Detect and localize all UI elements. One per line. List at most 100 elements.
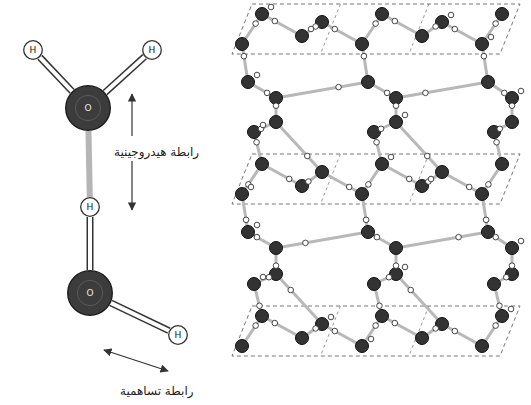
hydrogen-atom [363,217,369,223]
hydrogen-atom [366,182,372,188]
hydrogen-atom [448,12,454,18]
lattice-plane [232,306,520,356]
bond-label-text: رابطة تساهمية [118,384,196,398]
leader-arrow [131,94,132,136]
hydrogen-atom [433,326,439,332]
covalent-bond-core [105,57,145,93]
hydrogen-atom [273,263,279,269]
hydrogen-atom [313,326,319,332]
hydrogen-atom [408,287,414,293]
oxygen-atom [236,340,249,353]
oxygen-atom [482,76,495,89]
atom-circle [143,41,162,60]
hydrogen-atom [393,103,399,109]
hydrogen-atom [332,328,338,334]
oxygen-atom [256,158,269,171]
covalent-bond-core [40,57,72,91]
oxygen-atom [248,278,261,291]
atom-symbol: H [175,331,182,340]
covalent-bond-outline [105,57,145,93]
covalent-bond-outline [40,57,72,91]
hydrogen-atom [503,274,509,280]
hydrogen-atom [452,26,458,32]
oxygen-atom [256,310,269,323]
hydrogen-atom [486,182,492,188]
hydrogen-atom [509,103,515,109]
hydrogen-atom [304,153,310,159]
hydrogen-atom [518,88,524,94]
plane-outline [232,306,520,356]
hydrogen-atom [243,217,249,223]
hydrogen-atom [254,72,260,78]
atom: O [65,85,111,131]
hydrogen-atom [260,122,266,128]
hydrogen-bond [396,82,488,98]
covalent-bond-core [88,217,92,270]
oxygen-atom [436,166,449,179]
oxygen-atom [356,340,369,353]
hydrogen-atom [502,90,508,96]
bond-label-text: رابطة هيدروجينية [112,145,201,159]
hydrogen-atom [483,217,489,223]
hydrogen-atom [248,184,254,190]
lattice-hydrogens [241,4,524,342]
oxygen-atom [488,278,501,291]
hydrogen-atom [508,306,514,312]
oxygen-atom [356,188,369,201]
hydrogen-atom [328,314,334,320]
hydrogen-atom [303,240,309,246]
hydrogen-atom [264,90,270,96]
hydrogen-atom [509,263,515,269]
hydrogen-atom [253,323,259,329]
hydrogen-bond [396,274,442,324]
lattice-bonds [242,14,512,346]
atom-symbol: H [87,203,94,212]
atom-symbol: H [149,46,156,55]
hydrogen-atom [377,303,383,309]
hydrogen-atom [254,139,260,145]
hydrogen-atom [392,320,398,326]
hydrogen-atom [388,154,394,160]
atom-symbol: H [30,46,37,55]
hydrogen-atom [361,53,367,59]
hydrogen-atom [433,24,439,30]
hydrogen-atom [308,26,314,32]
atom-shading [75,95,100,120]
hydrogen-atom [374,234,380,240]
hydrogen-atom [373,323,379,329]
atom: H [142,40,162,60]
atom-symbol: O [84,104,91,113]
oxygen-atom [356,38,369,51]
plane-outline [232,154,520,204]
hydrogen-atom [378,126,384,132]
oxygen-atom [242,76,255,89]
bond-label: رابطة هيدروجينية [112,141,201,160]
hydrogen-atom [386,274,392,280]
hydrogen-atom [493,323,499,329]
oxygen-atom [476,188,489,201]
oxygen-atom [390,116,403,129]
hydrogen-atom [268,4,274,10]
hydrogen-atom [254,222,260,228]
hydrogen-atom [493,21,499,27]
hydrogen-atom [494,139,500,145]
oxygen-atom [476,340,489,353]
oxygen-atom [236,38,249,51]
hydrogen-atom [257,303,263,309]
hydrogen-bond [396,232,488,248]
oxygen-atom [496,8,509,21]
oxygen-atom [476,38,489,51]
covalent-bond [40,57,72,91]
hydrogen-atom [253,21,259,27]
oxygen-atom [362,226,375,239]
hydrogen-atom [406,176,412,182]
oxygen-atom [416,332,429,345]
hydrogen-bond [276,82,368,98]
hydrogen-bond [88,131,89,197]
lattice-plane [232,154,520,204]
plane-grid [320,306,340,356]
leader-arrow [131,161,132,210]
